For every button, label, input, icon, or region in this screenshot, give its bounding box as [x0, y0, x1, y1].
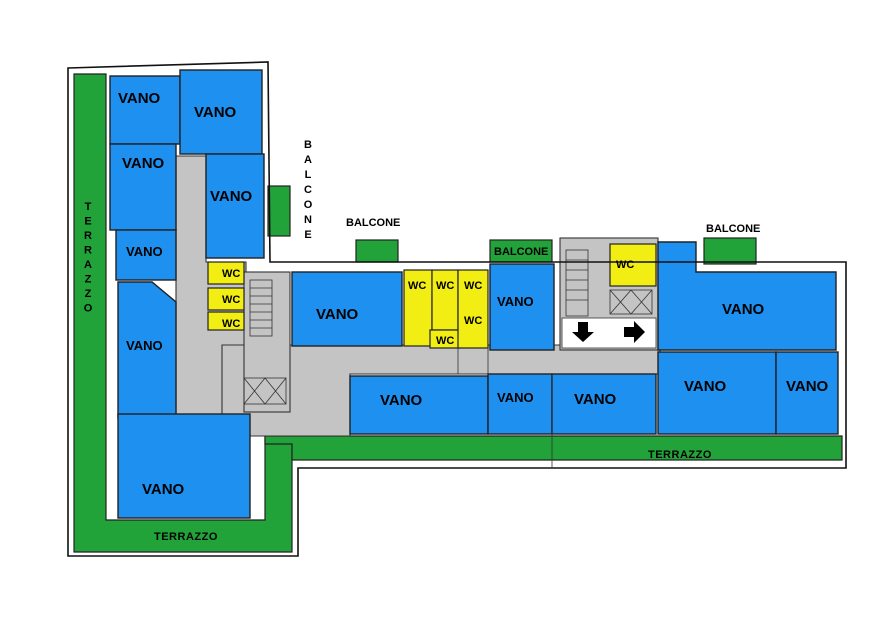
label-vano-2: VANO: [194, 104, 237, 121]
room-vano-1: [109, 75, 181, 145]
wc-2: [207, 287, 245, 311]
room-vano-10: [657, 241, 837, 351]
vertical-letter: L: [305, 169, 312, 181]
label-wc-6: WC: [464, 280, 482, 292]
label-vano-5: VANO: [126, 244, 163, 259]
balcony-top-left: [267, 185, 291, 237]
room-vano-13: [551, 373, 657, 435]
stairs-left: [243, 279, 287, 405]
stair-hall-left: [243, 271, 291, 413]
vertical-letter: B: [304, 139, 312, 151]
label-vano-10: VANO: [722, 301, 765, 318]
balcony-center: [355, 239, 399, 263]
label-vano-8: VANO: [316, 306, 359, 323]
room-vano-9: [489, 263, 555, 351]
vertical-letter: T: [85, 201, 92, 213]
vertical-letter: O: [84, 303, 93, 315]
terraces: [73, 73, 843, 553]
room-vano-6: [117, 281, 177, 419]
label-wc-9: WC: [616, 259, 634, 271]
wc-5: [431, 269, 459, 331]
room-vano-4: [205, 153, 265, 259]
room-vano-15: [775, 351, 839, 435]
label-vano-11: VANO: [380, 392, 423, 409]
label-terrazzo-vertical: TERRAZZO: [84, 201, 93, 315]
label-vano-6: VANO: [126, 338, 163, 353]
label-vano-13: VANO: [574, 391, 617, 408]
label-vano-9: VANO: [497, 294, 534, 309]
room-vano-14: [657, 351, 777, 435]
vertical-letter: E: [304, 229, 311, 241]
vertical-letter: E: [84, 216, 91, 228]
room-vano-2: [179, 69, 263, 155]
vertical-letter: Z: [85, 288, 92, 300]
label-wc-8: WC: [436, 335, 454, 347]
label-balcone-2: BALCONE: [494, 246, 548, 258]
wc-3: [207, 311, 245, 331]
label-wc-1: WC: [222, 268, 240, 280]
arrow-down-icon: [572, 322, 594, 342]
label-wc-5: WC: [436, 280, 454, 292]
vertical-letter: R: [84, 230, 92, 242]
wc-labels: WC WC WC WC WC WC WC WC WC: [222, 259, 634, 347]
label-wc-4: WC: [408, 280, 426, 292]
room-vano-12: [487, 373, 553, 435]
vertical-letter: Z: [85, 274, 92, 286]
wc-rooms: [207, 243, 657, 349]
walls: [67, 61, 847, 557]
label-balcone-3: BALCONE: [706, 223, 760, 235]
label-wc-7: WC: [464, 315, 482, 327]
label-terrazzo-bottom-left: TERRAZZO: [154, 531, 218, 543]
vertical-letter: C: [304, 184, 312, 196]
label-vano-3: VANO: [122, 155, 165, 172]
label-vano-1: VANO: [118, 90, 161, 107]
label-vano-15: VANO: [786, 378, 829, 395]
label-vano-12: VANO: [497, 390, 534, 405]
terrace-bottom: [264, 435, 843, 461]
room-vano-11: [349, 375, 489, 435]
label-balcone-1: BALCONE: [346, 217, 400, 229]
label-vano-7: VANO: [142, 481, 185, 498]
label-wc-2: WC: [222, 294, 240, 306]
vertical-letter: A: [304, 154, 312, 166]
vertical-letter: O: [304, 199, 313, 211]
label-wc-3: WC: [222, 318, 240, 330]
wc-7: [457, 269, 489, 349]
balcony-right: [703, 237, 757, 265]
room-vano-7: [117, 413, 251, 519]
room-vano-5: [115, 229, 177, 281]
vertical-letter: A: [84, 259, 92, 271]
wc-1: [207, 261, 245, 285]
vertical-letter: R: [84, 245, 92, 257]
label-vano-14: VANO: [684, 378, 727, 395]
label-vano-4: VANO: [210, 188, 253, 205]
vertical-letter: N: [304, 214, 312, 226]
label-balcone-vertical: BALCONE: [304, 139, 313, 241]
room-vano-3: [109, 143, 177, 231]
label-terrazzo-bottom-right: TERRAZZO: [648, 449, 712, 461]
rooms: [109, 69, 839, 519]
room-labels: VANO VANO VANO VANO VANO VANO VANO VANO …: [118, 90, 829, 498]
outdoor-labels: BALCONE BALCONE BALCONE TERRAZZO TERRAZZ…: [154, 217, 760, 543]
room-vano-8: [291, 271, 403, 347]
arrow-right-icon: [624, 321, 645, 343]
wc-8: [609, 243, 657, 287]
